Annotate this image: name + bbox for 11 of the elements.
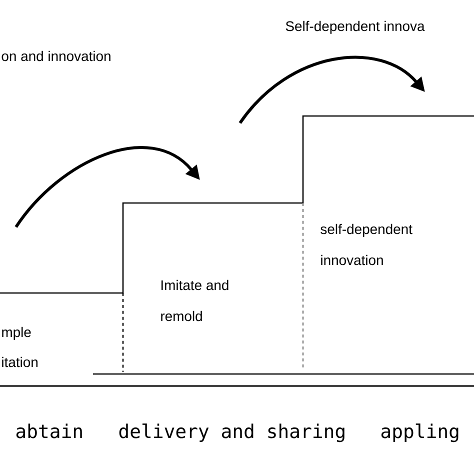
label: itation — [2, 356, 38, 368]
label: delivery and sharing — [119, 424, 344, 442]
label: innovation — [321, 254, 383, 266]
label: mple — [2, 326, 31, 340]
label: remold — [161, 310, 202, 322]
label: abtain — [16, 424, 82, 438]
label: appling — [381, 424, 458, 442]
label: on and innovation — [2, 50, 110, 62]
label: self-dependent — [320, 224, 412, 237]
label: Self-dependent innova — [286, 20, 425, 34]
label: Imitate and — [161, 280, 228, 290]
